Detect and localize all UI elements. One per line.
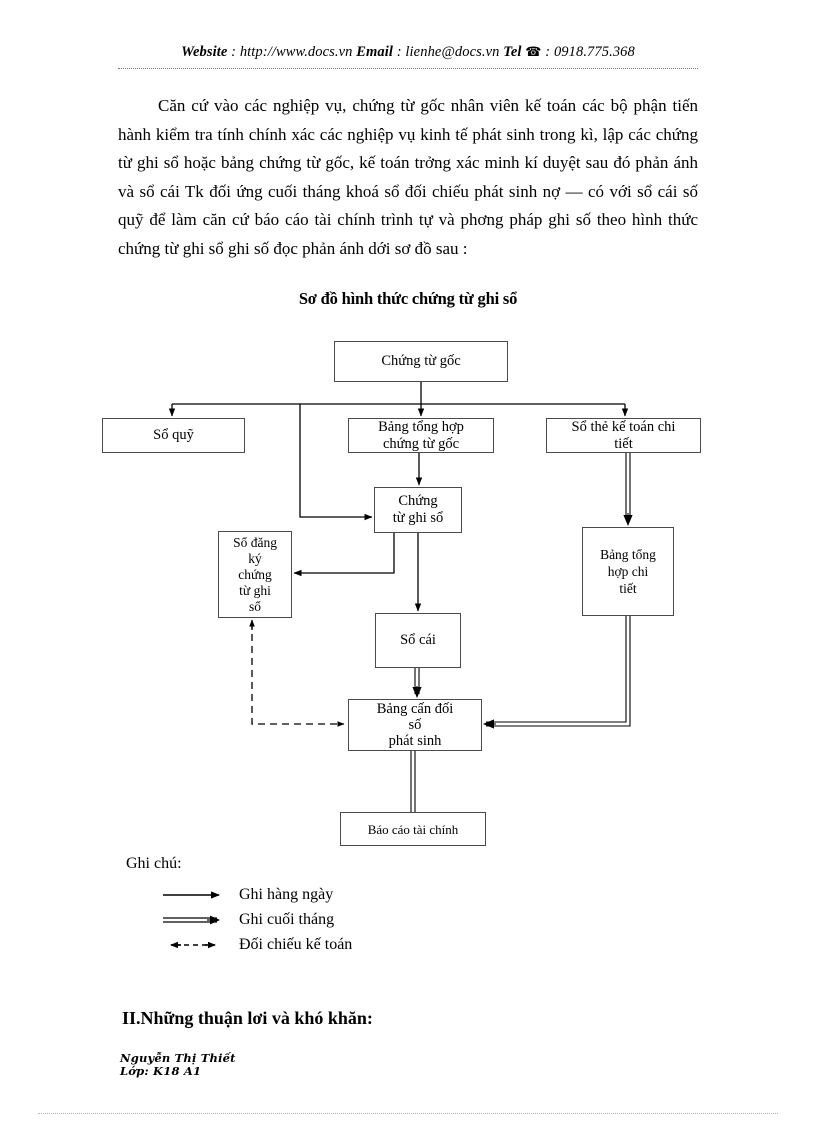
single-arrow-icon	[161, 885, 231, 905]
node-label: Bảng cấn đối số phát sinh	[376, 701, 454, 749]
diagram-node-so-the-ke-toan-chi-tiet: Sổ thẻ kế toán chi tiết	[546, 418, 701, 453]
diagram-node-bao-cao-tai-chinh: Báo cáo tài chính	[340, 812, 486, 846]
footer-author: Nguyễn Thị Thiết Lớp: K18 A1	[120, 1052, 236, 1078]
node-label: Sổ đăng ký chứng từ ghi sổ	[233, 534, 277, 614]
email-label: Email	[356, 44, 394, 60]
node-label: Sổ cái	[400, 632, 436, 648]
double-arrow-icon	[161, 910, 231, 930]
legend-label: Ghi cuối tháng	[239, 910, 335, 928]
email-value: lienhe@docs.vn	[405, 44, 500, 60]
section-heading: II.Những thuận lơi và khó khăn:	[122, 1008, 373, 1028]
node-label: Báo cáo tài chính	[367, 821, 459, 837]
diagram-node-bang-can-doi-so-phat-sinh: Bảng cấn đối số phát sinh	[348, 699, 482, 751]
website-separator: :	[227, 44, 240, 60]
dashed-bidirectional-arrow-icon	[161, 935, 231, 955]
diagram-node-bang-tong-hop-chi-tiet: Bảng tổng hợp chi tiết	[582, 527, 674, 616]
node-label: Chứng từ gốc	[381, 353, 461, 369]
diagram-node-chung-tu-goc: Chứng từ gốc	[334, 341, 508, 382]
node-label: Sổ quỹ	[153, 427, 194, 443]
footer-divider	[38, 1113, 778, 1114]
node-label: Bảng tổng hợp chi tiết	[600, 547, 656, 596]
legend-label: Đối chiếu kế toán	[239, 935, 353, 953]
website-label: Website	[181, 44, 228, 60]
tel-separator: :	[541, 44, 554, 60]
footer-author-class: Lớp: K18 A1	[120, 1064, 202, 1078]
diagram-node-bang-tong-hop-chung-tu-goc: Bảng tổng hợp chứng từ gốc	[348, 418, 494, 453]
node-label: Chứng từ ghi sổ	[392, 493, 444, 526]
diagram-node-so-quy: Sổ quỹ	[102, 418, 245, 453]
header-divider	[118, 68, 698, 69]
node-label: Sổ thẻ kế toán chi tiết	[571, 418, 676, 452]
legend-item-reconcile: Đối chiếu kế toán	[161, 932, 456, 957]
footer-author-name: Nguyễn Thị Thiết	[120, 1051, 236, 1065]
header-contact-line: Website : http://www.docs.vn Email : lie…	[118, 44, 698, 61]
legend-label: Ghi hàng ngày	[239, 885, 334, 903]
legend-title: Ghi chú:	[126, 855, 182, 872]
legend-item-monthly: Ghi cuối tháng	[161, 907, 456, 932]
page-header: Website : http://www.docs.vn Email : lie…	[118, 44, 698, 61]
node-label: Bảng tổng hợp chứng từ gốc	[378, 418, 464, 452]
diagram-node-chung-tu-ghi-so: Chứng từ ghi sổ	[374, 487, 462, 533]
diagram-node-so-dang-ky-chung-tu-ghi-so: Sổ đăng ký chứng từ ghi sổ	[218, 531, 292, 618]
tel-label: Tel	[503, 44, 522, 60]
tel-value: 0918.775.368	[553, 44, 635, 60]
email-separator: :	[393, 44, 406, 60]
website-url: http://www.docs.vn	[239, 44, 353, 60]
body-paragraph: Căn cứ vào các nghiệp vụ, chứng từ gốc n…	[118, 96, 698, 258]
telephone-icon: ☎	[525, 44, 542, 59]
legend: Ghi chú: Ghi hàng ngày	[126, 855, 456, 957]
diagram-node-so-cai: Sổ cái	[375, 613, 461, 668]
diagram-title: Sơ đồ hình thức chứng từ ghi sổ	[298, 289, 518, 308]
legend-item-daily: Ghi hàng ngày	[161, 882, 456, 907]
